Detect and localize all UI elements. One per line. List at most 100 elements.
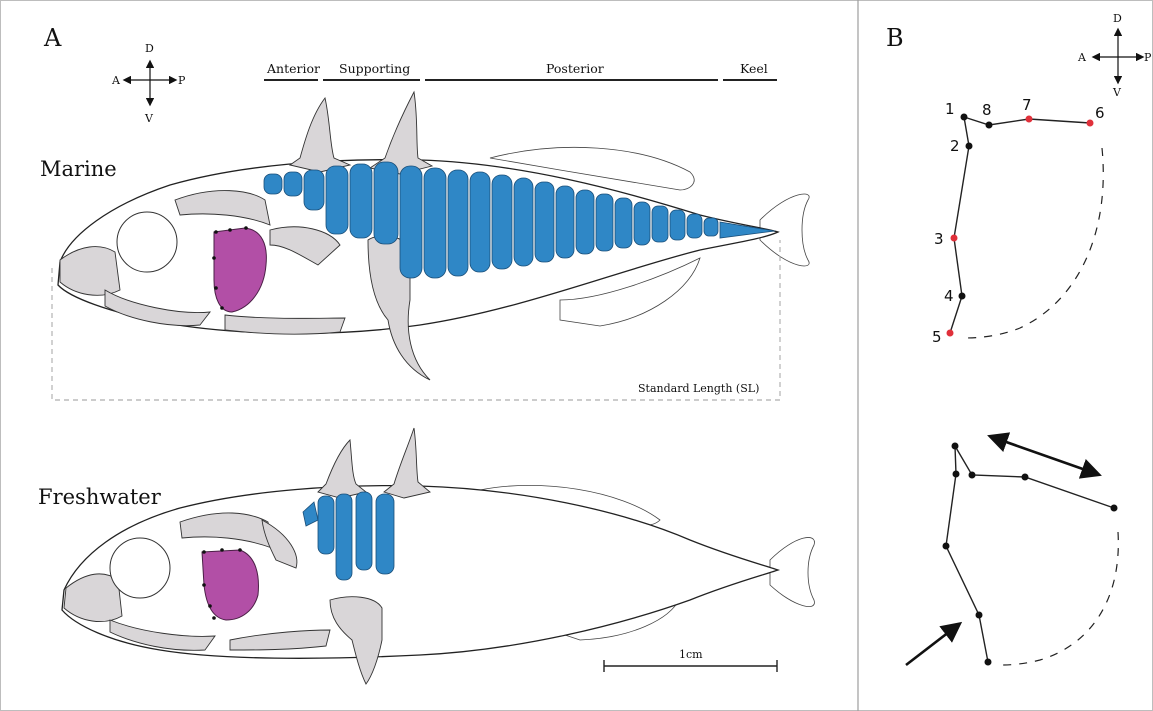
orientation-compass-b: D V A P bbox=[1077, 12, 1152, 99]
landmark-6-label: 6 bbox=[1095, 104, 1105, 122]
marine-plate bbox=[264, 174, 282, 194]
landmark-1 bbox=[961, 114, 968, 121]
scale-bar-label: 1cm bbox=[679, 648, 703, 661]
landmark-2-label: 2 bbox=[950, 137, 960, 155]
marine-plate bbox=[556, 186, 574, 258]
marine-plate bbox=[448, 170, 468, 276]
marine-plate bbox=[704, 218, 718, 236]
marine-plate bbox=[326, 166, 348, 234]
opercle-landmark bbox=[214, 286, 218, 290]
marine-plate bbox=[400, 166, 422, 278]
freshwater-plate bbox=[318, 496, 334, 554]
opercle-landmark bbox=[208, 604, 212, 608]
plate-region-labels: Anterior Supporting Posterior Keel bbox=[264, 61, 777, 80]
marine-plate bbox=[304, 170, 324, 210]
marine-second-dorsal-spine bbox=[370, 92, 432, 174]
shape-landmark bbox=[969, 472, 976, 479]
shape-landmark bbox=[985, 659, 992, 666]
marine-plate bbox=[535, 182, 554, 262]
opercle-landmark bbox=[212, 616, 216, 620]
landmark-8 bbox=[986, 122, 993, 129]
landmark-3-label: 3 bbox=[934, 230, 944, 248]
freshwater-plate bbox=[356, 492, 372, 570]
ventral-shift-arrow bbox=[906, 625, 958, 665]
marine-first-dorsal-spine bbox=[290, 98, 350, 172]
landmark-7-label: 7 bbox=[1022, 96, 1032, 114]
marine-plate bbox=[652, 206, 668, 242]
compass-a-label: A bbox=[1077, 51, 1087, 64]
marine-plate bbox=[492, 175, 512, 269]
landmark-curve-dashed bbox=[964, 148, 1103, 338]
freshwater-plate bbox=[336, 494, 352, 580]
compass-d-label: D bbox=[145, 42, 154, 55]
marine-plate bbox=[596, 194, 613, 251]
shape-landmark bbox=[953, 471, 960, 478]
landmark-outline bbox=[950, 117, 1090, 333]
compass-v-label: V bbox=[1112, 86, 1122, 99]
landmark-3 bbox=[951, 235, 958, 242]
landmark-5 bbox=[947, 330, 954, 337]
marine-plate bbox=[615, 198, 632, 248]
landmark-7 bbox=[1026, 116, 1033, 123]
marine-plate bbox=[470, 172, 490, 272]
panel-b-label: B bbox=[886, 24, 904, 52]
shape-landmark bbox=[976, 612, 983, 619]
opercle-landmark bbox=[202, 550, 206, 554]
shape-change-curve-dashed bbox=[1000, 532, 1118, 665]
landmark-diagram: 1 2 3 4 5 6 7 8 bbox=[932, 96, 1105, 346]
marine-jaw-bone bbox=[60, 247, 120, 296]
marine-fish: Standard Length (SL) bbox=[52, 92, 809, 400]
marine-plate bbox=[514, 178, 533, 266]
marine-plate bbox=[424, 168, 446, 278]
landmark-1-label: 1 bbox=[945, 100, 955, 118]
freshwater-label: Freshwater bbox=[38, 485, 162, 509]
freshwater-first-dorsal-spine bbox=[318, 440, 366, 498]
landmark-2 bbox=[966, 143, 973, 150]
elongation-double-arrow bbox=[992, 437, 1097, 474]
scale-bar: 1cm bbox=[604, 648, 777, 672]
compass-p-label: P bbox=[178, 74, 186, 87]
orientation-compass-a: D V A P bbox=[111, 42, 186, 125]
opercle-landmark bbox=[214, 230, 218, 234]
marine-plate bbox=[576, 190, 594, 254]
marine-plate bbox=[374, 162, 398, 244]
region-posterior-label: Posterior bbox=[546, 61, 604, 76]
freshwater-opercle bbox=[202, 550, 258, 620]
freshwater-eye bbox=[110, 538, 170, 598]
compass-d-label: D bbox=[1113, 12, 1122, 25]
landmark-4 bbox=[959, 293, 966, 300]
landmark-8-label: 8 bbox=[982, 101, 992, 119]
marine-plate bbox=[284, 172, 302, 196]
landmark-6 bbox=[1087, 120, 1094, 127]
freshwater-second-dorsal-spine bbox=[384, 428, 430, 498]
opercle-landmark bbox=[228, 228, 232, 232]
opercle-landmark bbox=[238, 548, 242, 552]
marine-label: Marine bbox=[40, 157, 117, 181]
opercle-landmark bbox=[220, 548, 224, 552]
standard-length-label: Standard Length (SL) bbox=[638, 382, 759, 395]
marine-plate bbox=[634, 202, 650, 245]
panel-a: A D V A P Anterior Supporting Posterior … bbox=[38, 24, 814, 684]
region-keel-label: Keel bbox=[740, 61, 768, 76]
opercle-landmark bbox=[202, 583, 206, 587]
opercle-landmark bbox=[212, 256, 216, 260]
shape-landmark bbox=[952, 443, 959, 450]
compass-a-label: A bbox=[111, 74, 121, 87]
freshwater-caudal-fin bbox=[770, 537, 814, 606]
panel-a-label: A bbox=[43, 24, 62, 52]
opercle-landmark bbox=[220, 306, 224, 310]
region-anterior-label: Anterior bbox=[266, 61, 320, 76]
shape-landmark bbox=[1111, 505, 1118, 512]
landmark-5-label: 5 bbox=[932, 328, 942, 346]
marine-plate bbox=[687, 214, 702, 238]
marine-plate bbox=[350, 164, 372, 238]
compass-p-label: P bbox=[1144, 51, 1152, 64]
marine-eye bbox=[117, 212, 177, 272]
marine-ventral-bone bbox=[225, 315, 345, 334]
opercle-landmark bbox=[244, 226, 248, 230]
shape-change-diagram bbox=[906, 437, 1118, 666]
panel-b: B D V A P 1 2 3 4 5 6 7 bbox=[886, 12, 1152, 666]
freshwater-fish bbox=[62, 428, 814, 684]
landmark-4-label: 4 bbox=[944, 287, 954, 305]
